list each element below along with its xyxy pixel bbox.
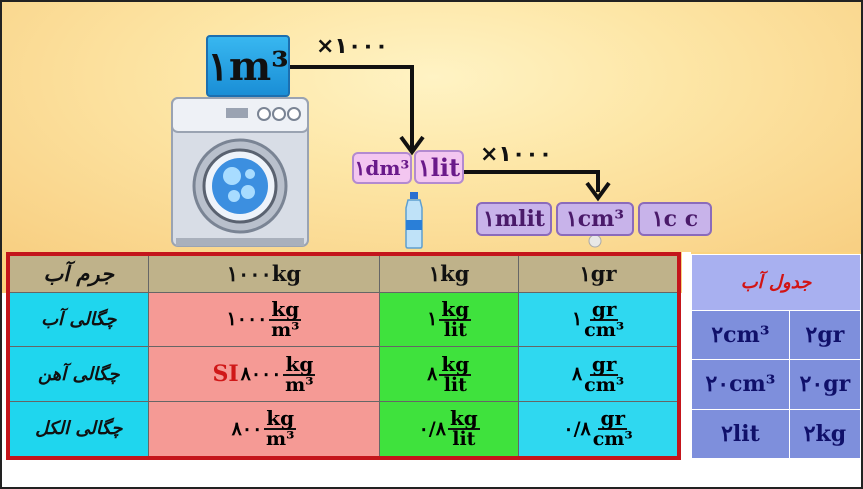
value: ۸ — [427, 363, 438, 385]
multiplier-label: ×۱۰۰۰ — [316, 34, 389, 59]
numerator: kg — [269, 296, 302, 321]
table-row: ۲cm³ ۲gr — [691, 309, 861, 361]
arrow-down-icon — [585, 181, 611, 202]
cubic-meter-box: ۱m³ — [206, 35, 290, 97]
table-row: ۲lit ۲kg — [691, 408, 861, 460]
header-water-mass: جرم آب — [7, 253, 149, 293]
numerator: kg — [439, 351, 472, 376]
value: ۰/۸ — [563, 417, 591, 440]
water-table: جدول آب ۲cm³ ۲gr ۲۰cm³ ۲۰gr ۲lit ۲kg — [691, 254, 861, 460]
arrow-line — [290, 65, 414, 69]
numerator: gr — [589, 296, 619, 321]
header-cell: ۱kg — [379, 253, 520, 293]
numerator: kg — [283, 351, 316, 376]
si-label: SI — [212, 361, 239, 387]
water-table-title: جدول آب — [691, 254, 861, 311]
denominator: cm³ — [584, 373, 625, 396]
mass-cell: ۲۰gr — [788, 359, 861, 410]
value: ۸۰۰ — [231, 417, 263, 440]
value: ۱ — [427, 308, 438, 331]
header-cell: ۱gr — [518, 253, 680, 293]
denominator: lit — [452, 428, 476, 451]
numerator: gr — [589, 351, 619, 376]
water-bottle-icon — [405, 192, 423, 249]
background — [2, 2, 861, 252]
divider — [682, 252, 691, 462]
mass-cell: ۲gr — [788, 309, 861, 361]
header-cell: ۱۰۰۰kg — [147, 253, 381, 293]
arrow-down-icon — [399, 135, 425, 156]
table-header-row: جرم آب ۱۰۰۰kg ۱kg ۱gr — [7, 253, 680, 293]
cube-icon — [588, 234, 602, 248]
row-label: چگالی الکل — [7, 400, 149, 459]
numerator: kg — [264, 406, 297, 431]
denominator: m³ — [271, 318, 300, 341]
mass-cell: ۲kg — [788, 408, 861, 460]
denominator: m³ — [265, 428, 295, 451]
numerator: kg — [447, 406, 480, 431]
value: ۱ — [571, 308, 583, 331]
value: ۸ — [571, 363, 583, 385]
numerator: kg — [439, 296, 472, 321]
row-label: چگالی آب — [7, 291, 149, 348]
value: ۱۰۰۰ — [226, 308, 268, 331]
volume-cell: ۲lit — [691, 408, 790, 460]
liter-box: ۱lit — [414, 150, 464, 184]
multiplier-label: ×۱۰۰۰ — [480, 142, 553, 167]
denominator: cm³ — [584, 318, 625, 341]
volume-cell: ۲۰cm³ — [691, 359, 790, 410]
volume-cell: ۲cm³ — [691, 309, 790, 361]
table-row: ۲۰cm³ ۲۰gr — [691, 359, 861, 410]
washing-machine-icon — [171, 97, 309, 247]
cubic-decimeter-box: ۱dm³ — [352, 152, 412, 184]
arrow-line — [464, 170, 600, 174]
denominator: lit — [443, 373, 467, 396]
row-label: چگالی آهن — [7, 346, 149, 402]
cubic-centimeter-box: ۱cm³ — [556, 202, 634, 236]
numerator: gr — [598, 406, 627, 431]
arrow-line — [596, 170, 600, 192]
denominator: m³ — [285, 373, 314, 396]
denominator: lit — [443, 318, 467, 341]
milliliter-box: ۱mlit — [476, 202, 552, 236]
value: ۰/۸ — [418, 417, 446, 440]
denominator: cm³ — [592, 428, 633, 451]
arrow-line — [410, 65, 414, 149]
cc-box: ۱c c — [638, 202, 712, 236]
value: ۸۰۰۰ — [240, 363, 282, 385]
